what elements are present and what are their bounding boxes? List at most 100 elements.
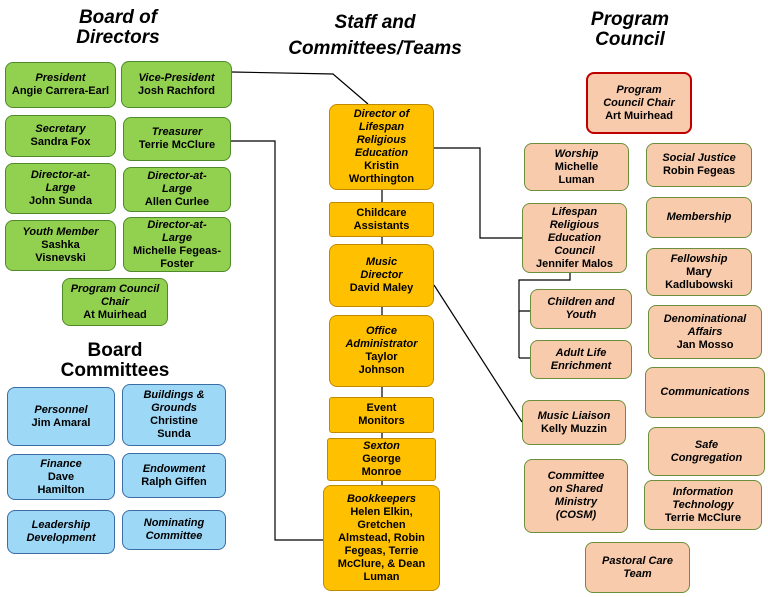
- name-label: George Monroe: [361, 453, 402, 478]
- role-label: Adult Life Enrichment: [550, 346, 612, 372]
- name-label: Angie Carrera-Earl: [11, 85, 110, 97]
- box-vice-president: Vice-President Josh Rachford: [121, 61, 232, 108]
- role-label: Information Technology: [672, 485, 734, 511]
- box-lifespan-re-council: Lifespan Religious Education Council Jen…: [522, 203, 627, 273]
- name-label: Ralph Giffen: [141, 475, 207, 488]
- box-music-liaison: Music Liaison Kelly Muzzin: [522, 400, 626, 445]
- name-label: Helen Elkin, Gretchen Almstead, Robin Fe…: [337, 505, 426, 583]
- name-label: Event Monitors: [358, 402, 405, 427]
- box-cosm: Committee on Shared Ministry (COSM): [524, 459, 628, 533]
- role-label: Director-at-Large: [30, 169, 91, 194]
- role-label: Worship: [554, 147, 599, 160]
- box-director-at-large-2: Director-at-Large Allen Curlee: [123, 167, 231, 212]
- line-lrec-children: [518, 272, 571, 312]
- role-label: Vice-President: [138, 71, 215, 84]
- name-label: Mary Kadlubowski: [665, 265, 733, 291]
- box-pastoral-care-team: Pastoral Care Team: [585, 542, 690, 593]
- name-label: Jim Amaral: [31, 416, 91, 429]
- name-label: Kristin Worthington: [348, 160, 415, 185]
- name-label: Michelle Fegeas-Foster: [132, 244, 222, 270]
- role-label: Nominating Committee: [143, 517, 205, 542]
- header-board-committees: Board Committees: [60, 340, 170, 381]
- role-label: Program Council Chair: [70, 282, 160, 308]
- name-label: Sashka Visnevski: [35, 239, 86, 264]
- box-office-administrator: Office Administrator Taylor Johnson: [329, 315, 434, 387]
- line-music-liaison: [433, 284, 523, 423]
- box-director-at-large-1: Director-at-Large John Sunda: [5, 163, 116, 214]
- box-event-monitors: Event Monitors: [329, 397, 434, 433]
- name-label: Allen Curlee: [144, 196, 210, 208]
- box-communications: Communications: [645, 367, 765, 418]
- name-label: Josh Rachford: [137, 84, 215, 97]
- name-label: Christine Sunda: [150, 415, 198, 440]
- role-label: Safe Congregation: [670, 438, 743, 464]
- name-label: Childcare Assistants: [353, 206, 410, 232]
- name-label: Terrie McClure: [138, 139, 216, 151]
- role-label: Endowment: [142, 462, 206, 475]
- line-treasurer-bookkeepers: [231, 140, 323, 541]
- box-program-council-chair: Program Council Chair Art Muirhead: [586, 72, 692, 134]
- role-label: Finance: [40, 457, 82, 470]
- box-nominating: Nominating Committee: [122, 510, 226, 550]
- name-label: Sandra Fox: [30, 136, 91, 148]
- name-label: Terrie McClure: [664, 511, 742, 524]
- box-membership: Membership: [646, 197, 752, 238]
- role-label: Communications: [660, 386, 750, 398]
- name-label: Michelle Luman: [554, 160, 599, 186]
- role-label: Secretary: [35, 123, 86, 135]
- role-label: Office Administrator: [345, 325, 418, 350]
- box-director-lifespan-re: Director of Lifespan Religious Education…: [329, 104, 434, 190]
- role-label: Buildings & Grounds: [143, 389, 205, 414]
- name-label: Jennifer Malos: [535, 257, 614, 270]
- line-vp-dlre: [231, 71, 369, 105]
- role-label: Leadership Development: [26, 519, 96, 544]
- box-personnel: Personnel Jim Amaral: [7, 387, 115, 446]
- role-label: Music Liaison: [537, 409, 611, 422]
- box-children-and-youth: Children and Youth: [530, 289, 632, 329]
- box-director-at-large-3: Director-at-Large Michelle Fegeas-Foster: [123, 217, 231, 272]
- header-board: Board of Directors: [76, 7, 160, 48]
- role-label: Director-at-Large: [147, 218, 207, 244]
- box-treasurer: Treasurer Terrie McClure: [123, 117, 231, 161]
- role-label: Director of Lifespan Religious Education: [353, 108, 410, 159]
- name-label: Robin Fegeas: [662, 165, 736, 177]
- name-label: At Muirhead: [83, 308, 147, 321]
- box-secretary: Secretary Sandra Fox: [5, 115, 116, 157]
- role-label: Membership: [666, 211, 732, 223]
- box-leadership-development: Leadership Development: [7, 510, 115, 554]
- role-label: Bookkeepers: [346, 492, 417, 505]
- role-label: Social Justice: [662, 152, 736, 164]
- role-label: Director-at-Large: [147, 170, 207, 195]
- role-label: President: [35, 72, 86, 84]
- role-label: Sexton: [363, 440, 400, 452]
- role-label: Program Council Chair: [603, 83, 675, 109]
- box-buildings-grounds: Buildings & Grounds Christine Sunda: [122, 384, 226, 446]
- name-label: Kelly Muzzin: [540, 422, 607, 435]
- box-board-program-council-chair: Program Council Chair At Muirhead: [62, 278, 168, 326]
- name-label: Jan Mosso: [676, 338, 734, 351]
- box-endowment: Endowment Ralph Giffen: [122, 453, 226, 498]
- box-fellowship: Fellowship Mary Kadlubowski: [646, 248, 752, 296]
- box-sexton: Sexton George Monroe: [327, 438, 436, 481]
- role-label: Music Director: [360, 256, 403, 281]
- box-social-justice: Social Justice Robin Fegeas: [646, 143, 752, 187]
- role-label: Denominational Affairs: [663, 312, 747, 338]
- line-dlre-lrec: [434, 147, 522, 239]
- role-label: Fellowship: [670, 252, 728, 265]
- header-staff: Staff and Committees/Teams: [288, 12, 462, 59]
- name-label: Art Muirhead: [605, 109, 673, 122]
- box-denominational-affairs: Denominational Affairs Jan Mosso: [648, 305, 762, 359]
- name-label: Taylor Johnson: [358, 351, 405, 376]
- role-label: Youth Member: [22, 226, 99, 238]
- role-label: Children and Youth: [547, 296, 615, 321]
- box-information-technology: Information Technology Terrie McClure: [644, 480, 762, 530]
- role-label: Treasurer: [151, 126, 203, 138]
- box-childcare-assistants: Childcare Assistants: [329, 202, 434, 237]
- role-label: Lifespan Religious Education Council: [547, 205, 602, 257]
- name-label: John Sunda: [29, 195, 92, 207]
- box-music-director: Music Director David Maley: [329, 244, 434, 307]
- role-label: Pastoral Care Team: [602, 554, 673, 580]
- box-worship: Worship Michelle Luman: [524, 143, 629, 191]
- name-label: Dave Hamilton: [37, 470, 85, 496]
- name-label: David Maley: [349, 282, 414, 294]
